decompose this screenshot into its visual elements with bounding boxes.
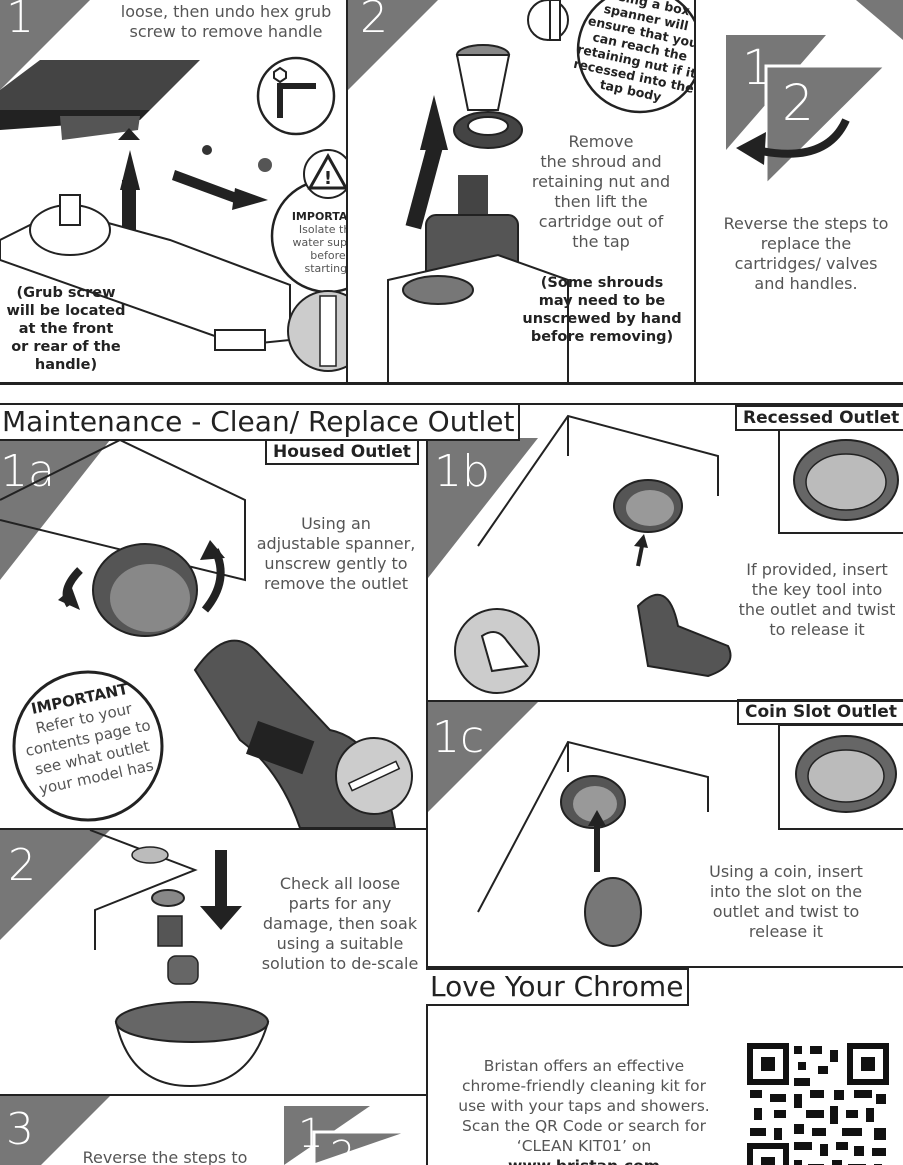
grub-screw-note: (Grub screw will be located at the front… (0, 284, 132, 374)
housed-outlet-label: Housed Outlet (265, 439, 419, 465)
qr-code-icon (748, 1044, 888, 1165)
badge-number-1: 1 (742, 44, 773, 92)
divider (0, 828, 426, 830)
step-number: 3 (6, 1108, 34, 1152)
step-instruction: If provided, insert the key tool into th… (734, 560, 900, 640)
badge-number-2: 2 (330, 1136, 355, 1165)
section-divider (0, 382, 903, 385)
maintenance-step2-panel: 2 Check all loose parts for any damage, … (0, 830, 426, 1094)
divider (428, 700, 903, 702)
chrome-title: Love Your Chrome (426, 968, 689, 1006)
step-instruction: Using an adjustable spanner, unscrew gen… (250, 514, 422, 594)
top-step1-panel: 1 loose, then undo hex grub screw to rem… (0, 0, 346, 383)
coin-slot-image-box (778, 724, 903, 830)
top-step3-panel: 1 2 Reverse the steps to replace the car… (696, 0, 903, 383)
hex-key-icon (256, 56, 336, 136)
shroud-note: (Some shrouds may need to be unscrewed b… (520, 274, 684, 346)
housed-outlet-panel: 1a IMPORTANT Refer to your contents page… (0, 440, 426, 828)
key-tool-detail-icon (452, 606, 542, 696)
coin-slot-outlet-label: Coin Slot Outlet (737, 699, 903, 725)
step-instruction: Reverse the steps to replace the cartrid… (710, 214, 902, 294)
important-text: IMPORTANT Isolate the water supply befor… (286, 210, 346, 275)
coin-slot-outlet-panel: 1c Using a coin, insert into the slot on… (428, 702, 903, 966)
spanner-detail-icon (334, 736, 414, 816)
top-step2-panel: 2 Using a box spanner will ensure that y… (348, 0, 694, 383)
coin-slot-aerator-icon (780, 726, 903, 828)
step-instruction: Reverse the steps to (70, 1148, 260, 1165)
recessed-aerator-icon (780, 430, 903, 532)
svg-text:!: ! (324, 168, 332, 189)
step-instruction: Using a coin, insert into the slot on th… (700, 862, 872, 942)
maintenance-step3-panel: 3 Reverse the steps to 1 2 (0, 1096, 426, 1165)
step-instruction: Remove the shroud and retaining nut and … (524, 132, 678, 252)
chrome-description: Bristan offers an effective chrome-frien… (448, 1056, 720, 1165)
maintenance-title: Maintenance - Clean/ Replace Outlet (0, 403, 520, 441)
recessed-outlet-label: Recessed Outlet (735, 405, 903, 431)
recessed-outlet-panel: 1b If provided, insert the key tool into… (428, 406, 903, 700)
step-instruction: Check all loose parts for any damage, th… (254, 874, 426, 974)
badge-number-1: 1 (298, 1114, 323, 1154)
divider (0, 1094, 426, 1096)
recessed-outlet-image-box (778, 428, 903, 534)
badge-number-2: 2 (782, 78, 814, 128)
